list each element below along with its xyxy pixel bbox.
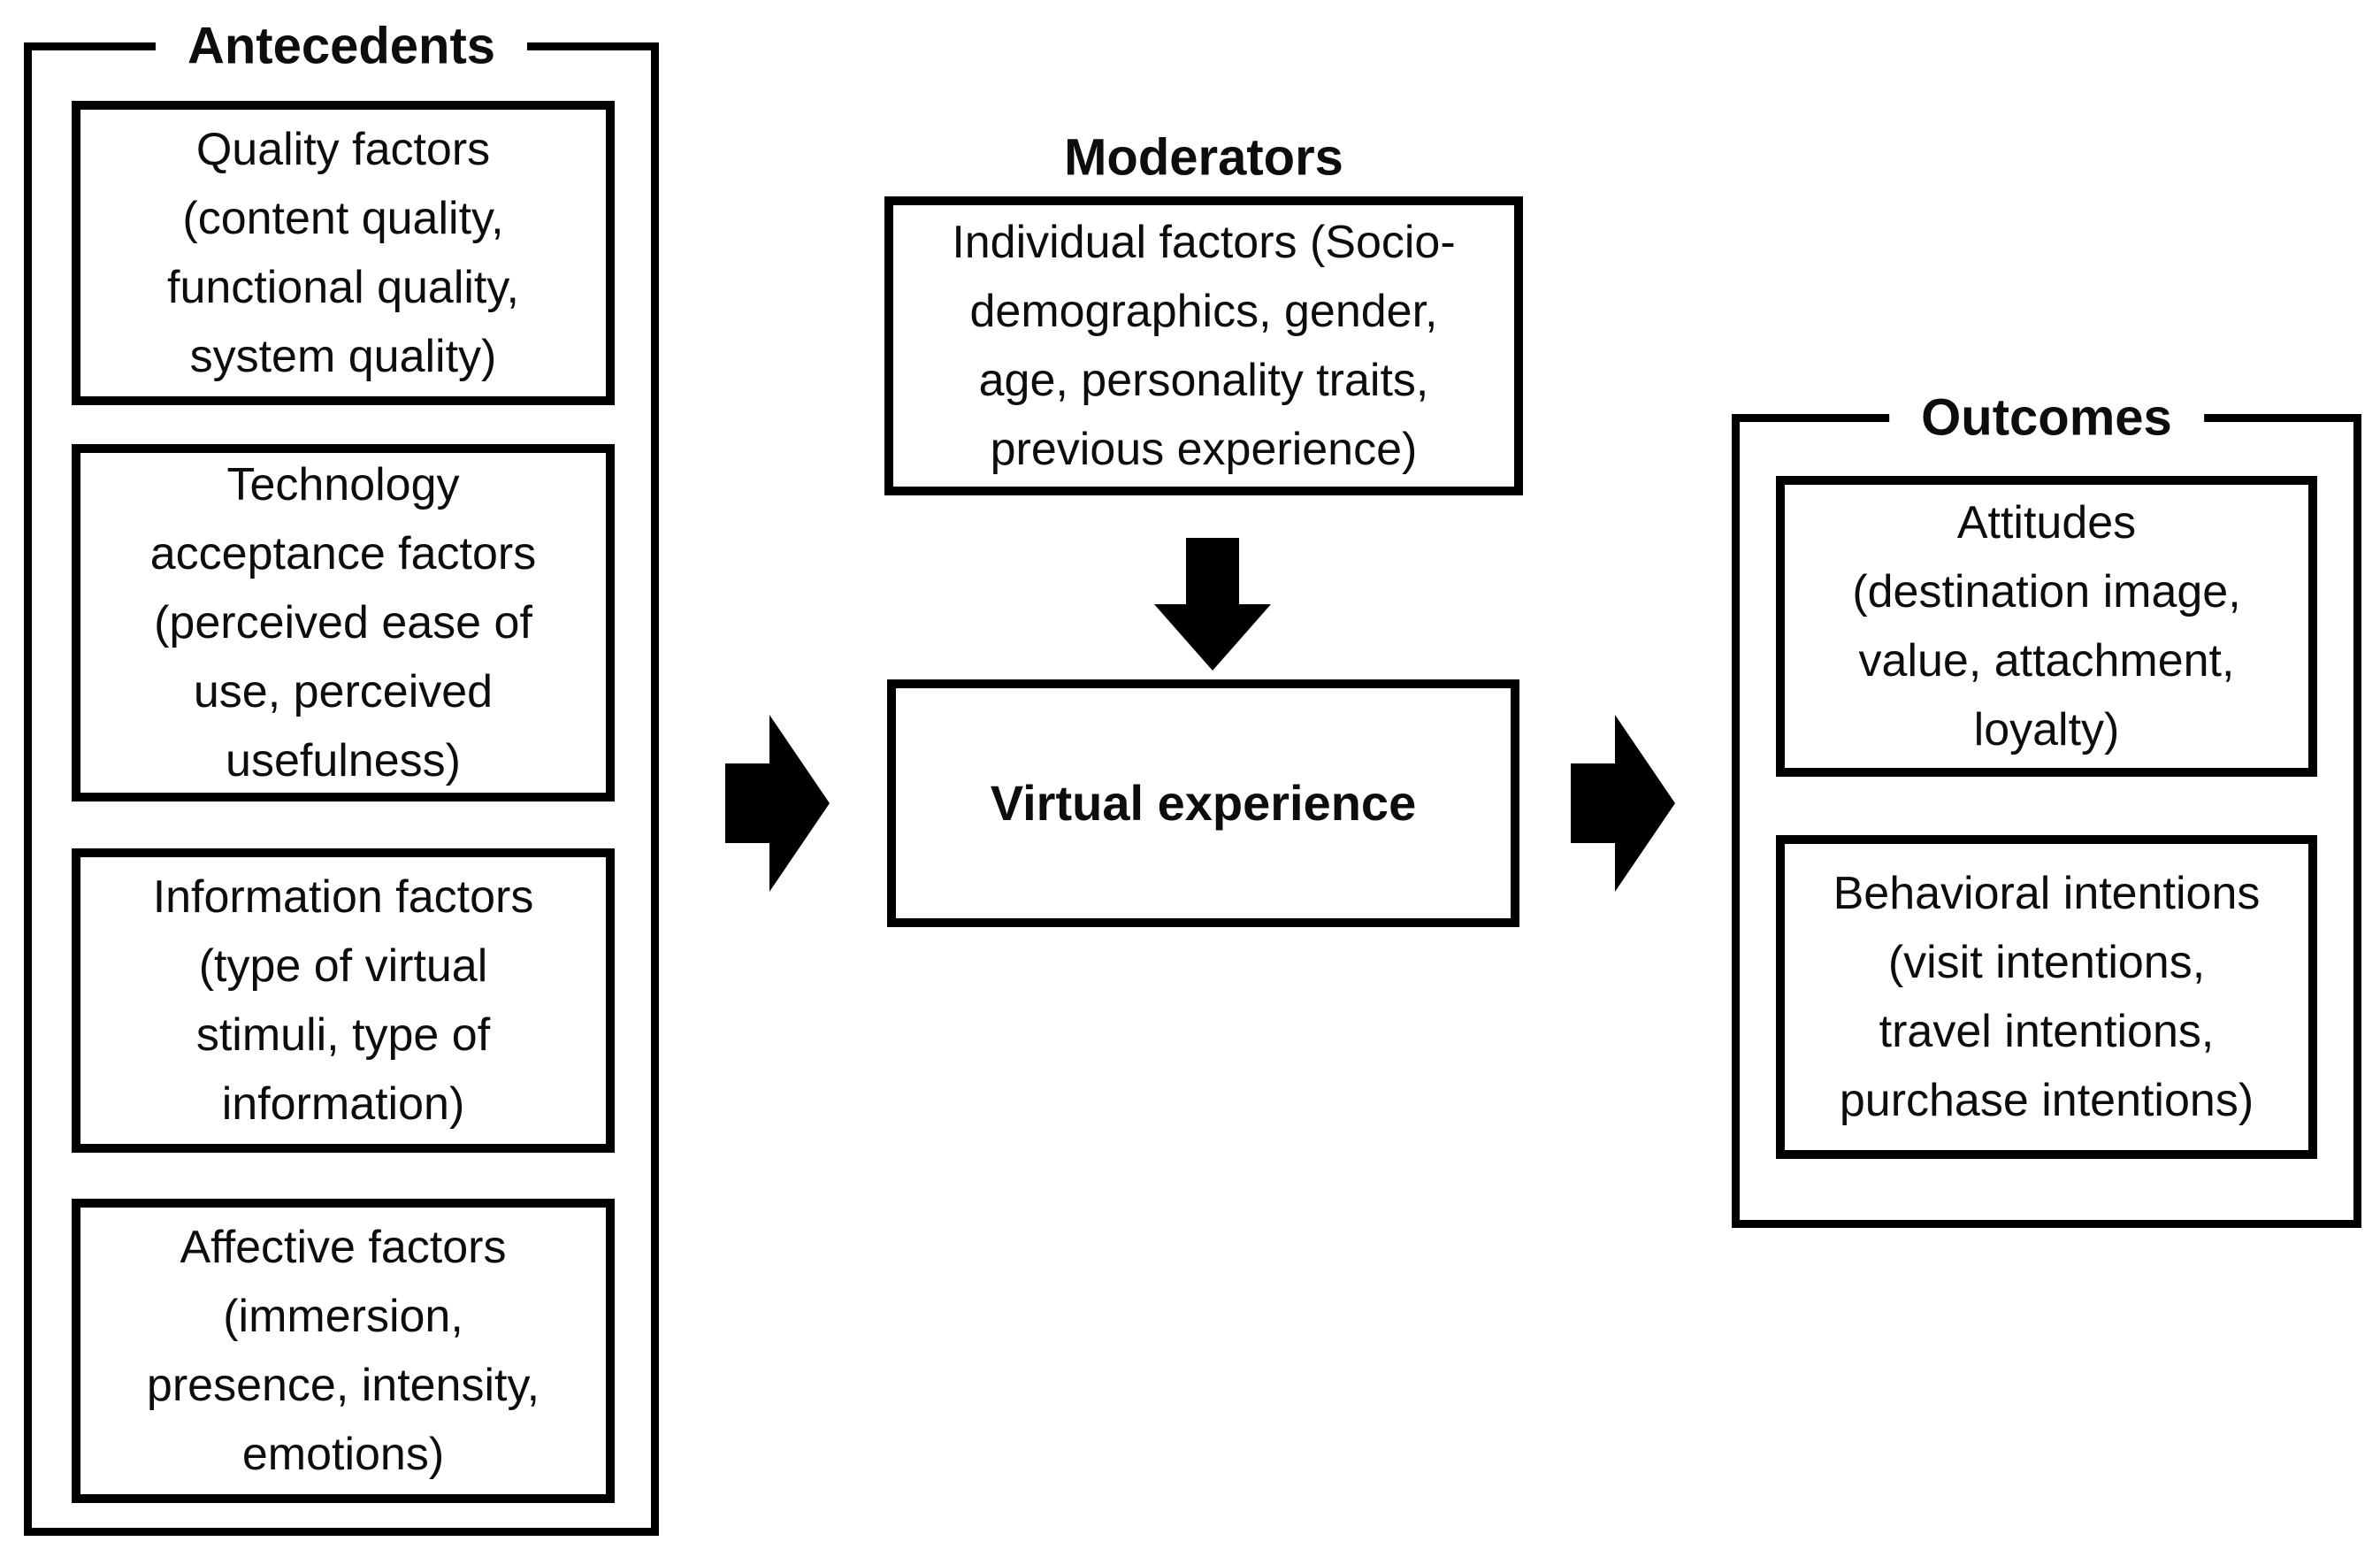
text-line: (destination image, [1852, 566, 2241, 617]
arrow-right-icon [725, 715, 830, 892]
behavioral-intentions-box: Behavioral intentions (visit intentions,… [1776, 835, 2317, 1159]
text-line: (content quality, [182, 193, 504, 244]
individual-factors-box: Individual factors (Socio- demographics,… [884, 196, 1523, 495]
text-line: Behavioral intentions [1833, 868, 2261, 919]
text-line: travel intentions, [1879, 1006, 2215, 1057]
information-factors-box: Information factors (type of virtual sti… [72, 848, 615, 1153]
technology-acceptance-factors-box: Technology acceptance factors (perceived… [72, 444, 615, 802]
text-line: (perceived ease of [154, 597, 532, 648]
virtual-experience-label: Virtual experience [990, 775, 1417, 831]
text-line: use, perceived [193, 666, 494, 717]
text-line: Attitudes [1956, 497, 2137, 548]
arrow-right-icon [1571, 715, 1675, 892]
moderators-title: Moderators [1064, 128, 1343, 187]
arrow-down-icon [1154, 538, 1271, 671]
text-line: Quality factors [195, 124, 491, 175]
text-line: acceptance factors [149, 528, 537, 579]
text-line: previous experience) [990, 424, 1418, 475]
attitudes-box: Attitudes (destination image, value, att… [1776, 476, 2317, 777]
virtual-experience-box: Virtual experience [887, 679, 1519, 927]
text-line: demographics, gender, [969, 286, 1438, 337]
text-line: presence, intensity, [146, 1360, 540, 1411]
text-line: Individual factors (Socio- [952, 217, 1456, 268]
text-line: emotions) [241, 1429, 445, 1480]
text-line: (immersion, [223, 1291, 463, 1342]
text-line: age, personality traits, [978, 355, 1429, 406]
text-line: Technology [226, 459, 460, 510]
text-line: stimuli, type of [195, 1009, 491, 1061]
text-line: functional quality, [167, 262, 519, 313]
text-line: (type of virtual [198, 940, 488, 992]
text-line: usefulness) [226, 735, 461, 786]
quality-factors-box: Quality factors (content quality, functi… [72, 101, 615, 405]
text-line: information) [221, 1078, 465, 1130]
text-line: system quality) [189, 331, 497, 382]
affective-factors-box: Affective factors (immersion, presence, … [72, 1199, 615, 1503]
text-line: Information factors [152, 871, 534, 923]
text-line: value, attachment, [1858, 635, 2235, 686]
text-line: Affective factors [180, 1222, 507, 1273]
text-line: (visit intentions, [1887, 937, 2206, 988]
text-line: loyalty) [1973, 704, 2120, 755]
antecedents-group-title: Antecedents [155, 16, 528, 76]
outcomes-group-title: Outcomes [1889, 387, 2204, 448]
text-line: purchase intentions) [1839, 1075, 2254, 1126]
